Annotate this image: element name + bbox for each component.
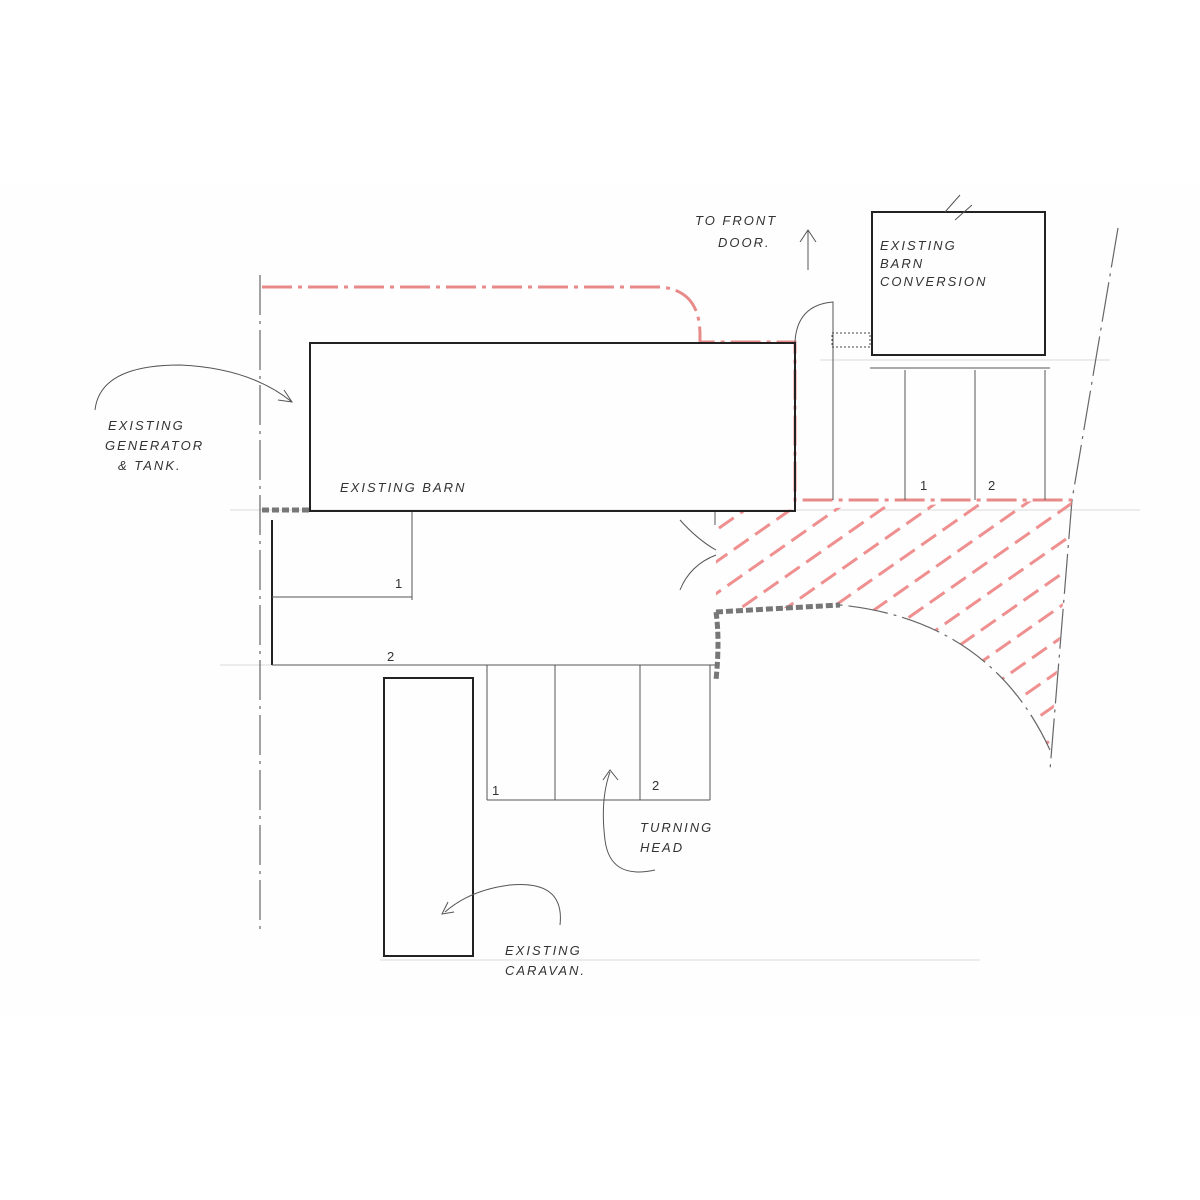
turning-head-parking bbox=[486, 665, 711, 801]
existing-barn bbox=[309, 342, 796, 512]
caravan-label-1: EXISTING bbox=[505, 943, 582, 958]
to-front-door-label-1: TO FRONT bbox=[695, 213, 777, 228]
hatched-area-edge bbox=[839, 604, 1051, 751]
space-number: 1 bbox=[920, 478, 927, 493]
existing-barn-label: EXISTING BARN bbox=[340, 480, 466, 495]
existing-barn-conversion bbox=[871, 211, 1046, 356]
stone-wall bbox=[713, 602, 841, 681]
break-line bbox=[944, 194, 973, 221]
barn-doors bbox=[679, 519, 717, 591]
parking-left bbox=[271, 512, 716, 666]
arrow-up-icon bbox=[799, 229, 817, 270]
gate-swing bbox=[794, 301, 834, 343]
steps bbox=[831, 332, 871, 348]
generator-label-1: EXISTING bbox=[108, 418, 185, 433]
barn-conversion-label-2: BARN bbox=[880, 256, 924, 271]
hatched-area bbox=[716, 500, 1072, 750]
to-front-door-label-2: DOOR. bbox=[718, 235, 771, 250]
space-number: 2 bbox=[652, 778, 659, 793]
space-number: 1 bbox=[395, 576, 402, 591]
barn-conversion-label-1: EXISTING bbox=[880, 238, 957, 253]
generator-label-3: & TANK. bbox=[118, 458, 182, 473]
generator-pointer-arrow-icon bbox=[94, 364, 294, 411]
turning-head-label-1: TURNING bbox=[640, 820, 713, 835]
space-number: 2 bbox=[387, 649, 394, 664]
existing-caravan bbox=[383, 677, 474, 957]
space-number: 1 bbox=[492, 783, 499, 798]
space-number: 2 bbox=[988, 478, 995, 493]
caravan-label-2: CARAVAN. bbox=[505, 963, 586, 978]
turning-head-label-2: HEAD bbox=[640, 840, 684, 855]
generator-label-2: GENERATOR bbox=[105, 438, 204, 453]
barn-conversion-label-3: CONVERSION bbox=[880, 274, 987, 289]
turning-head-pointer-arrow-icon bbox=[602, 769, 656, 873]
caravan-pointer-arrow-icon bbox=[441, 884, 561, 926]
parking-top-right bbox=[870, 367, 1050, 500]
